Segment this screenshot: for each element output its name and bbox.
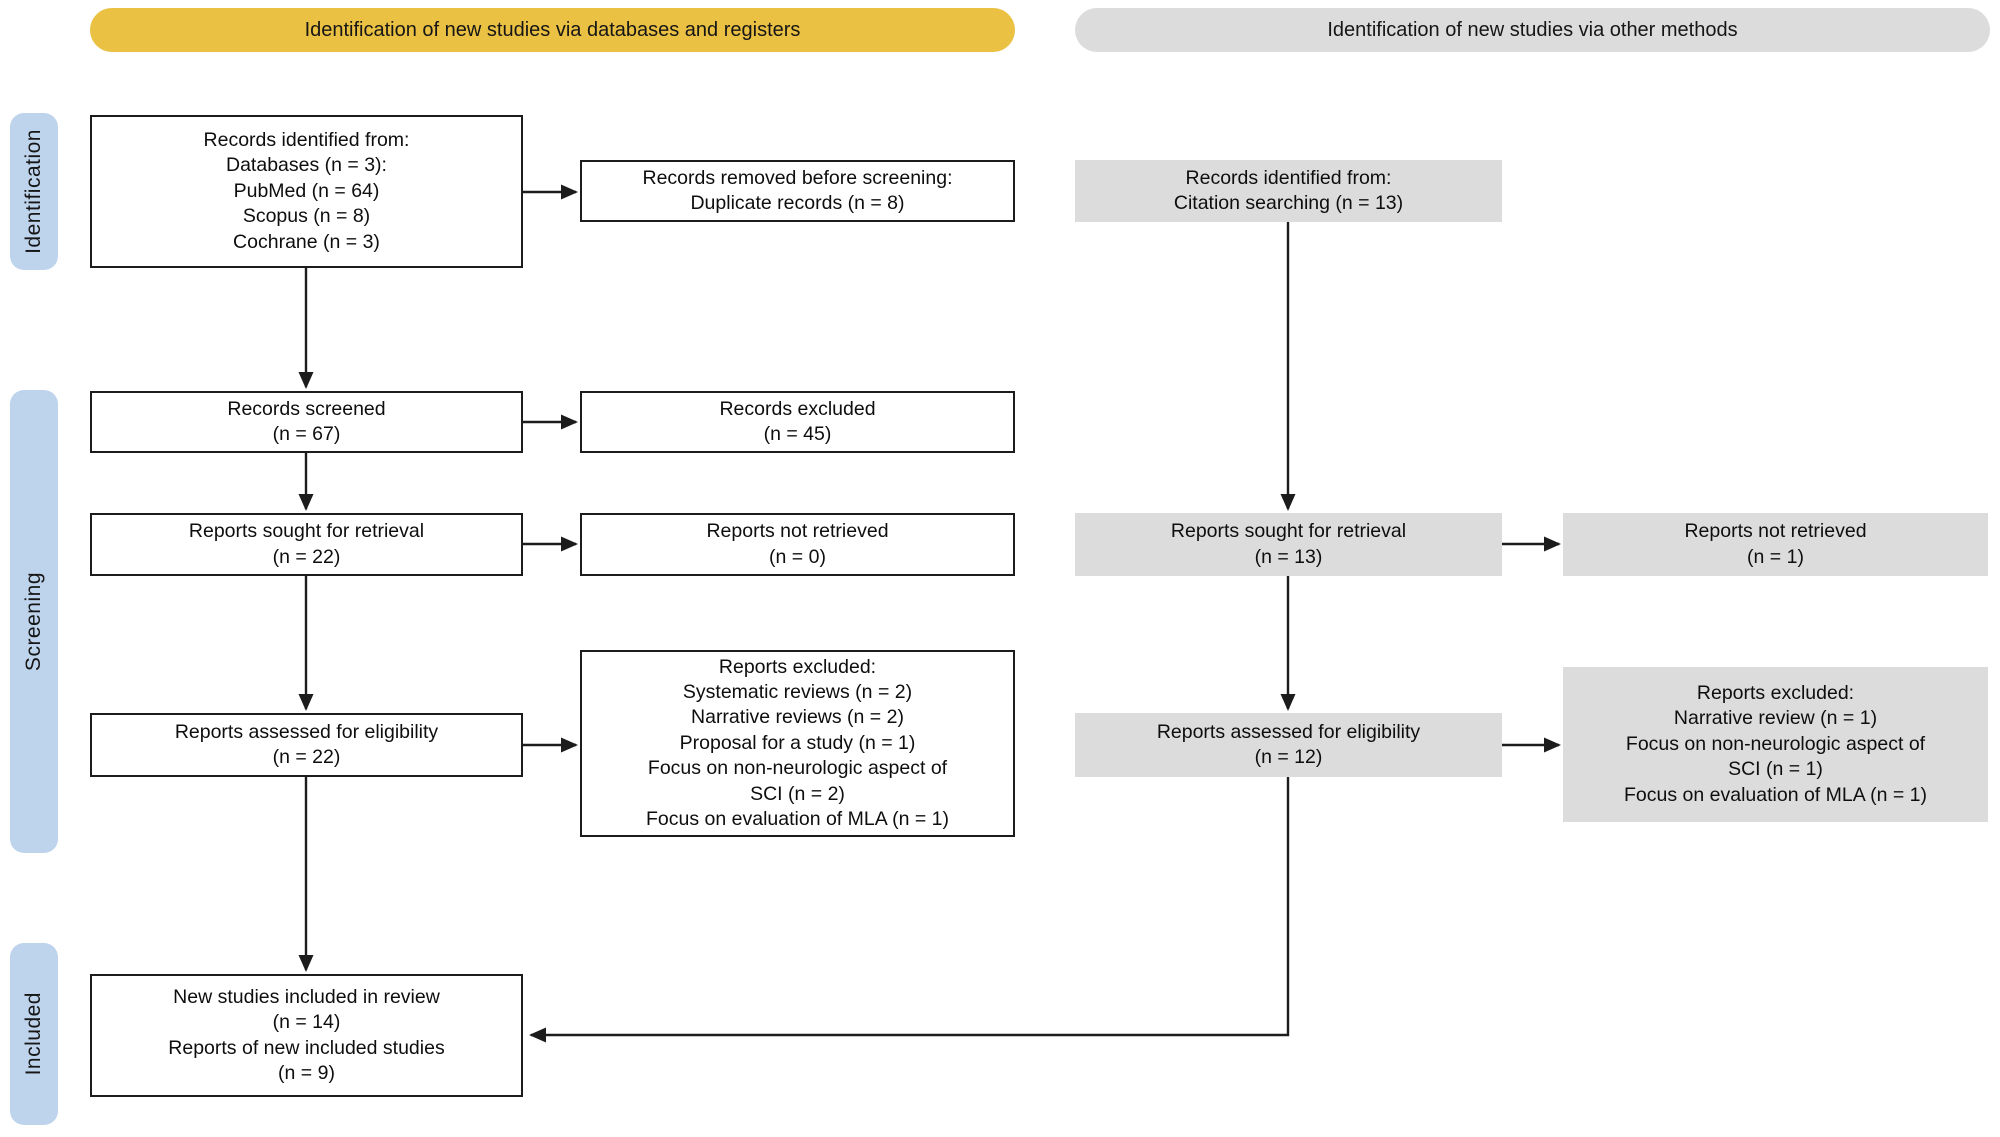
box-reports-not-retrieved-other: Reports not retrieved (n = 1) (1563, 513, 1988, 576)
box-reports-sought-db: Reports sought for retrieval (n = 22) (90, 513, 523, 576)
box-included-studies-text: New studies included in review (n = 14) … (168, 985, 445, 1084)
box-reports-excluded-other: Reports excluded: Narrative review (n = … (1563, 667, 1988, 822)
banner-databases-registers-label: Identification of new studies via databa… (304, 18, 801, 41)
box-records-identified: Records identified from: Databases (n = … (90, 115, 523, 268)
box-reports-excluded-other-text: Reports excluded: Narrative review (n = … (1624, 682, 1927, 806)
box-records-excluded: Records excluded (n = 45) (580, 391, 1015, 453)
banner-other-methods: Identification of new studies via other … (1075, 8, 1990, 52)
box-reports-excluded-db-text: Reports excluded: Systematic reviews (n … (646, 655, 949, 830)
box-citation-identified-text: Records identified from: Citation search… (1173, 166, 1404, 214)
box-records-screened: Records screened (n = 67) (90, 391, 523, 453)
box-reports-assessed-db: Reports assessed for eligibility (n = 22… (90, 713, 523, 777)
stage-tab-identification: Identification (10, 113, 58, 270)
box-records-identified-text: Records identified from: Databases (n = … (203, 129, 410, 253)
banner-databases-registers: Identification of new studies via databa… (90, 8, 1015, 52)
banner-other-methods-label: Identification of new studies via other … (1327, 18, 1738, 41)
box-reports-not-retrieved-db: Reports not retrieved (n = 0) (580, 513, 1015, 576)
box-records-removed: Records removed before screening: Duplic… (580, 160, 1015, 222)
box-reports-assessed-db-text: Reports assessed for eligibility (n = 22… (174, 720, 439, 768)
box-records-excluded-text: Records excluded (n = 45) (719, 397, 876, 445)
box-reports-assessed-other: Reports assessed for eligibility (n = 12… (1075, 713, 1502, 777)
arrow-assessed-other-to-included (529, 777, 1290, 1043)
box-citation-identified: Records identified from: Citation search… (1075, 160, 1502, 222)
box-reports-not-retrieved-db-text: Reports not retrieved (n = 0) (706, 520, 889, 568)
stage-tab-included: Included (10, 943, 58, 1125)
box-records-removed-text: Records removed before screening: Duplic… (642, 166, 953, 214)
box-reports-not-retrieved-other-text: Reports not retrieved (n = 1) (1684, 520, 1867, 568)
box-reports-excluded-db: Reports excluded: Systematic reviews (n … (580, 650, 1015, 837)
box-reports-assessed-other-text: Reports assessed for eligibility (n = 12… (1156, 720, 1421, 768)
box-reports-sought-other: Reports sought for retrieval (n = 13) (1075, 513, 1502, 576)
box-reports-sought-other-text: Reports sought for retrieval (n = 13) (1170, 520, 1407, 568)
box-reports-sought-db-text: Reports sought for retrieval (n = 22) (188, 520, 425, 568)
box-included-studies: New studies included in review (n = 14) … (90, 974, 523, 1097)
box-records-screened-text: Records screened (n = 67) (227, 397, 386, 445)
stage-tab-screening: Screening (10, 390, 58, 853)
